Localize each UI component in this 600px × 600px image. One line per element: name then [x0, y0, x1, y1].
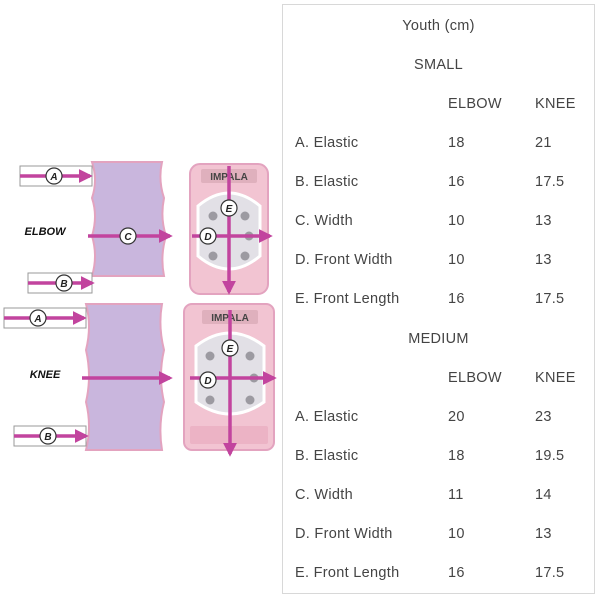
knee-front-view: IMPALA E D: [183, 303, 277, 457]
col-header-knee-medium: KNEE: [535, 370, 576, 386]
row-label: B. Elastic: [295, 174, 359, 190]
marker-b-knee: B: [44, 432, 51, 443]
pads-illustration: A B C ELBOW IMPALA E D: [3, 161, 277, 457]
marker-e-elbow: E: [226, 204, 233, 215]
marker-c-elbow: C: [124, 232, 132, 243]
row-label: D. Front Width: [295, 526, 393, 542]
row-label: D. Front Width: [295, 252, 393, 268]
elbow-value: 10: [448, 213, 465, 229]
knee-value: 13: [535, 252, 552, 268]
section-heading-medium: MEDIUM: [408, 331, 469, 347]
col-header-knee-small: KNEE: [535, 96, 576, 112]
elbow-label: ELBOW: [25, 226, 68, 238]
knee-value: 13: [535, 213, 552, 229]
knee-value: 17.5: [535, 565, 565, 581]
knee-value: 19.5: [535, 448, 565, 464]
col-header-elbow-medium: ELBOW: [448, 370, 502, 386]
elbow-back-view: A B C ELBOW: [19, 161, 173, 294]
marker-d-knee: D: [204, 376, 211, 387]
elbow-value: 10: [448, 252, 465, 268]
row-label: E. Front Length: [295, 565, 400, 581]
col-header-elbow-small: ELBOW: [448, 96, 502, 112]
knee-value: 17.5: [535, 174, 565, 190]
row-label: A. Elastic: [295, 135, 359, 151]
marker-a-elbow: A: [49, 172, 57, 183]
elbow-value: 18: [448, 135, 465, 151]
knee-value: 14: [535, 487, 552, 503]
row-label: B. Elastic: [295, 448, 359, 464]
row-label: E. Front Length: [295, 291, 400, 307]
elbow-value: 16: [448, 291, 465, 307]
table-title: Youth (cm): [402, 18, 475, 34]
elbow-value: 11: [448, 487, 464, 503]
elbow-front-view: IMPALA E D: [189, 163, 273, 295]
knee-back-view: A B KNEE: [3, 303, 173, 451]
size-chart-table: Youth (cm) SMALL ELBOW KNEE A. Elastic 1…: [282, 4, 595, 594]
marker-e-knee: E: [227, 344, 234, 355]
elbow-sleeve: [90, 161, 168, 277]
knee-label: KNEE: [30, 369, 61, 381]
knee-value: 21: [535, 135, 552, 151]
row-label: C. Width: [295, 487, 353, 503]
elbow-value: 16: [448, 174, 465, 190]
section-heading-small: SMALL: [413, 57, 464, 73]
marker-b-elbow: B: [60, 279, 67, 290]
knee-value: 13: [535, 526, 552, 542]
size-diagram: A B C ELBOW IMPALA E D: [0, 150, 280, 460]
row-label: A. Elastic: [295, 409, 359, 425]
marker-d-elbow: D: [204, 232, 211, 243]
knee-value: 17.5: [535, 291, 565, 307]
elbow-value: 18: [448, 448, 465, 464]
knee-value: 23: [535, 409, 552, 425]
row-label: C. Width: [295, 213, 353, 229]
elbow-value: 20: [448, 409, 465, 425]
elbow-value: 10: [448, 526, 465, 542]
marker-a-knee: A: [33, 314, 41, 325]
elbow-value: 16: [448, 565, 465, 581]
